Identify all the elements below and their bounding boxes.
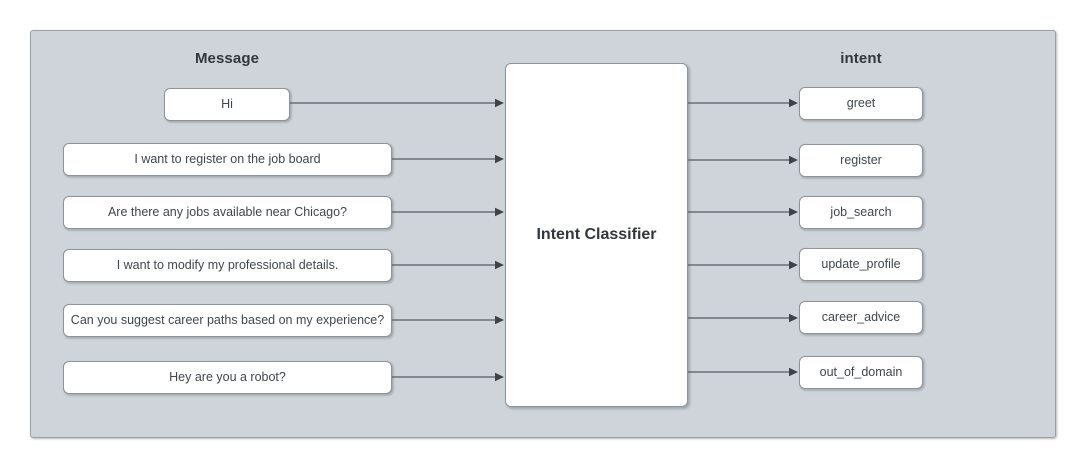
message-node-5[interactable]: Hey are you a robot?: [63, 361, 392, 394]
message-node-0[interactable]: Hi: [164, 88, 290, 121]
intent-node-out-of-domain[interactable]: out_of_domain: [799, 356, 923, 389]
message-node-3[interactable]: I want to modify my professional details…: [63, 249, 392, 282]
column-header-intent: intent: [840, 50, 882, 67]
intent-classifier-node[interactable]: Intent Classifier: [505, 63, 688, 407]
column-header-message: Message: [194, 50, 260, 67]
intent-node-update-profile[interactable]: update_profile: [799, 248, 923, 281]
message-node-2[interactable]: Are there any jobs available near Chicag…: [63, 196, 392, 229]
intent-node-register[interactable]: register: [799, 144, 923, 177]
intent-node-career-advice[interactable]: career_advice: [799, 301, 923, 334]
message-node-4[interactable]: Can you suggest career paths based on my…: [63, 304, 392, 337]
intent-node-greet[interactable]: greet: [799, 87, 923, 120]
message-node-1[interactable]: I want to register on the job board: [63, 143, 392, 176]
intent-node-job-search[interactable]: job_search: [799, 196, 923, 229]
